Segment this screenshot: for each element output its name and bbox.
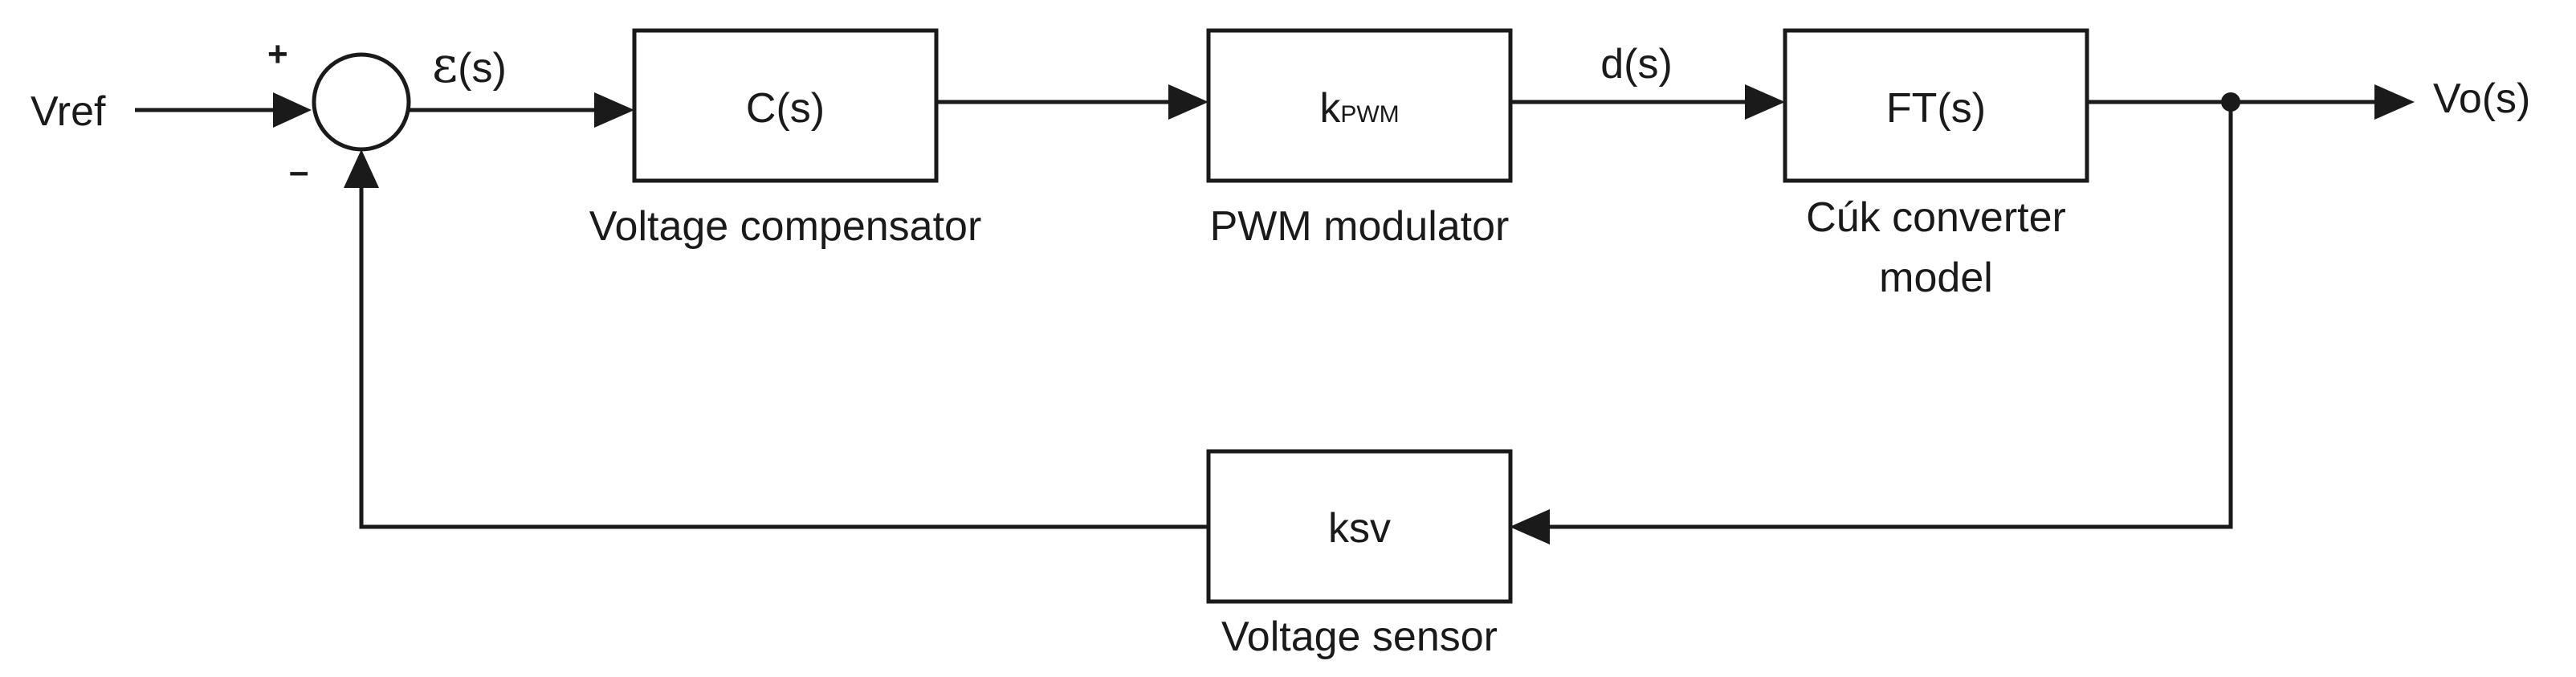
pwm-gain-subscript: PWM [1340,101,1399,128]
plant-caption-line1: Cúk converter [1806,194,2066,241]
modulator-input-arrowhead [1168,84,1209,120]
output-signal-label: Vo(s) [2433,75,2530,122]
compensator-block [632,28,939,183]
duty-signal-label: d(s) [1600,41,1673,88]
feedback-wire-left [359,183,1209,529]
error-signal-label: ε(s) [432,35,507,94]
compensator-label: C(s) [746,85,825,132]
input-label: Vref [31,88,106,135]
plant-input-arrowhead [1745,84,1785,120]
summing-feedback-arrowhead [344,149,379,188]
summing-junction [312,52,411,152]
feedback-wire-right [1546,102,2233,529]
input-arrowhead [273,92,312,128]
pwm-modulator-block [1206,28,1513,183]
voltage-sensor-label: ksv [1328,505,1391,552]
voltage-sensor-caption: Voltage sensor [1221,614,1498,660]
plant-caption-line2: model [1879,255,1993,301]
error-arrowhead [594,92,634,128]
summing-minus-sign: – [289,152,308,191]
epsilon-symbol: ε [432,35,458,94]
pwm-gain-k: k [1319,85,1341,132]
plant-label: FT(s) [1886,85,1986,132]
plant-block [1783,28,2089,183]
voltage-sensor-block [1206,449,1513,604]
pwm-modulator-caption: PWM modulator [1210,203,1510,250]
output-arrowhead [2374,84,2415,120]
compensator-caption: Voltage compensator [589,203,982,250]
pwm-modulator-label: kPWM [1319,85,1399,132]
sensor-input-arrowhead [1510,509,1550,544]
error-signal-arg: (s) [458,45,507,92]
summing-plus-sign: + [267,35,288,74]
